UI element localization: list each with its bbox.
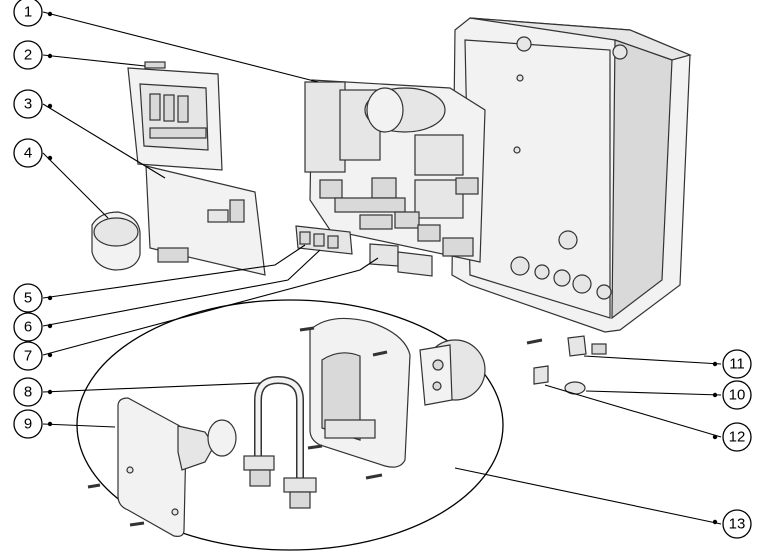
callout-13: 13 (722, 509, 752, 539)
callout-2: 2 (13, 40, 43, 70)
control-circuit-board (145, 165, 266, 276)
terminal-block-large (295, 225, 353, 255)
pump-assembly-group (76, 299, 504, 551)
pump-tube (243, 375, 317, 509)
callout-10-label: 10 (729, 387, 746, 404)
callout-11-label: 11 (729, 356, 745, 373)
terminal-block-small (397, 251, 433, 277)
screws (87, 326, 388, 527)
cable-glands (510, 256, 612, 300)
callout-2-label: 2 (24, 47, 32, 64)
callout-1-label: 1 (24, 4, 32, 21)
callout-1: 1 (13, 0, 43, 27)
callout-9: 9 (13, 409, 43, 439)
small-connectors (526, 335, 607, 395)
callout-8: 8 (13, 377, 43, 407)
callout-6-label: 6 (24, 319, 32, 336)
callout-13-label: 13 (729, 516, 746, 533)
callout-3-label: 3 (24, 96, 32, 113)
enclosure-box (451, 17, 692, 333)
callout-5-label: 5 (24, 290, 32, 307)
callout-9-label: 9 (24, 416, 32, 433)
main-circuit-board (304, 79, 486, 263)
callout-6: 6 (13, 312, 43, 342)
pump-housing (309, 317, 411, 468)
callout-12: 12 (722, 422, 752, 452)
callout-7-label: 7 (24, 348, 32, 365)
callout-8-label: 8 (24, 384, 32, 401)
callout-5: 5 (13, 283, 43, 313)
callout-11: 11 (722, 349, 752, 379)
callout-7: 7 (13, 341, 43, 371)
knob (91, 211, 141, 271)
callout-3: 3 (13, 89, 43, 119)
terminal-block-medium (369, 243, 399, 267)
leader-lines (42, 11, 722, 525)
callout-12-label: 12 (729, 429, 746, 446)
pump-rotor (177, 419, 237, 471)
callout-4-label: 4 (24, 145, 32, 162)
callout-10: 10 (722, 380, 752, 410)
display-module (127, 61, 223, 171)
pump-motor (419, 339, 486, 406)
callout-4: 4 (13, 138, 43, 168)
pump-cover-plate (117, 397, 187, 537)
